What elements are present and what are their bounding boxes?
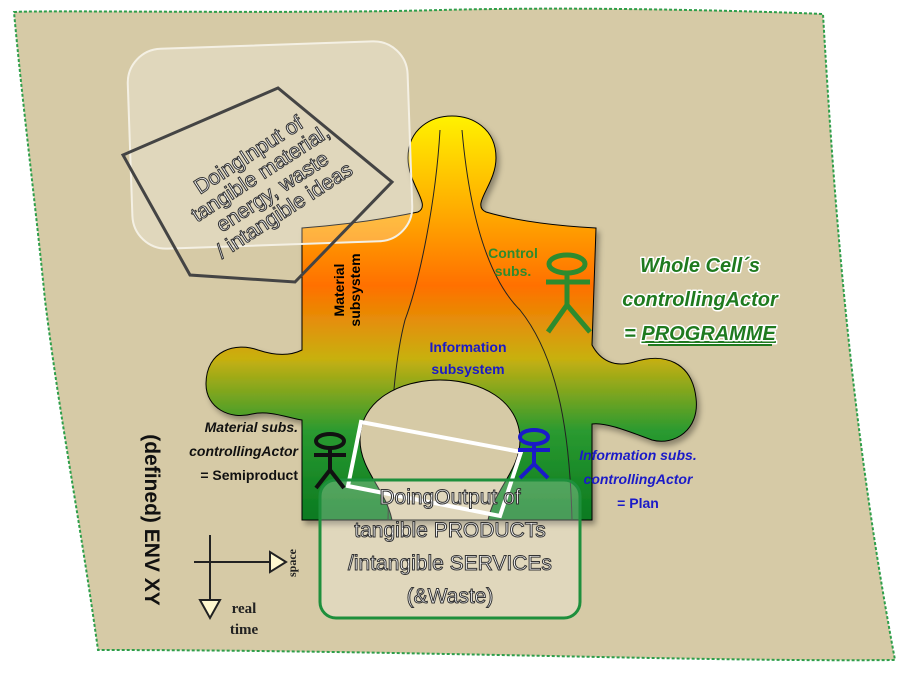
information-actor-icon <box>518 428 550 480</box>
puzzle-piece <box>205 115 697 521</box>
space-axis-label: space <box>285 548 299 577</box>
material-subsystem-line-2: subsystem <box>347 253 363 326</box>
space-time-axes <box>194 535 288 621</box>
control-actor-icon <box>545 252 592 334</box>
whole-cell-line-3: = PROGRAMME <box>624 323 776 345</box>
information-subsystem-line-1: Information <box>430 339 507 355</box>
information-actor-line-2: controllingActor <box>584 471 694 487</box>
output-line-3: /intangible SERVICEs <box>348 552 552 575</box>
input-arrow-outline <box>120 86 395 284</box>
output-line-1: DoingOutput of <box>379 486 520 509</box>
output-line-4: (&Waste) <box>407 585 494 608</box>
control-subsystem-line-1: Control <box>488 245 538 261</box>
whole-cell-line-3-prefix: = <box>624 323 641 345</box>
information-subsystem-line-2: subsystem <box>431 361 504 377</box>
information-actor-line-3: = Plan <box>617 495 659 511</box>
information-subsystem-boundary <box>461 129 573 521</box>
whole-cell-line-1: Whole Cell´s <box>640 255 760 277</box>
material-actor-line-1: Material subs. <box>205 419 298 435</box>
material-actor-icon <box>314 432 346 490</box>
whole-cell-line-3-value: PROGRAMME <box>641 323 776 345</box>
information-actor-line-1: Information subs. <box>579 447 696 463</box>
whole-cell-line-2: controllingActor <box>622 289 779 311</box>
output-box-frame <box>318 478 582 620</box>
time-axis-label-2: time <box>230 622 259 638</box>
output-arrow-outline <box>345 419 524 519</box>
control-subsystem-line-2: subs. <box>495 263 532 279</box>
environment-label: (defined) ENV XY <box>140 434 163 606</box>
material-actor-line-2: controllingActor <box>189 443 299 459</box>
material-actor-line-3: = Semiproduct <box>200 467 298 483</box>
time-axis-label-1: real <box>232 601 257 617</box>
output-line-2: tangible PRODUCTs <box>354 519 545 542</box>
input-box-frame <box>126 40 414 250</box>
puzzle-hole <box>359 379 521 521</box>
material-subsystem-line-1: Material <box>331 264 347 317</box>
